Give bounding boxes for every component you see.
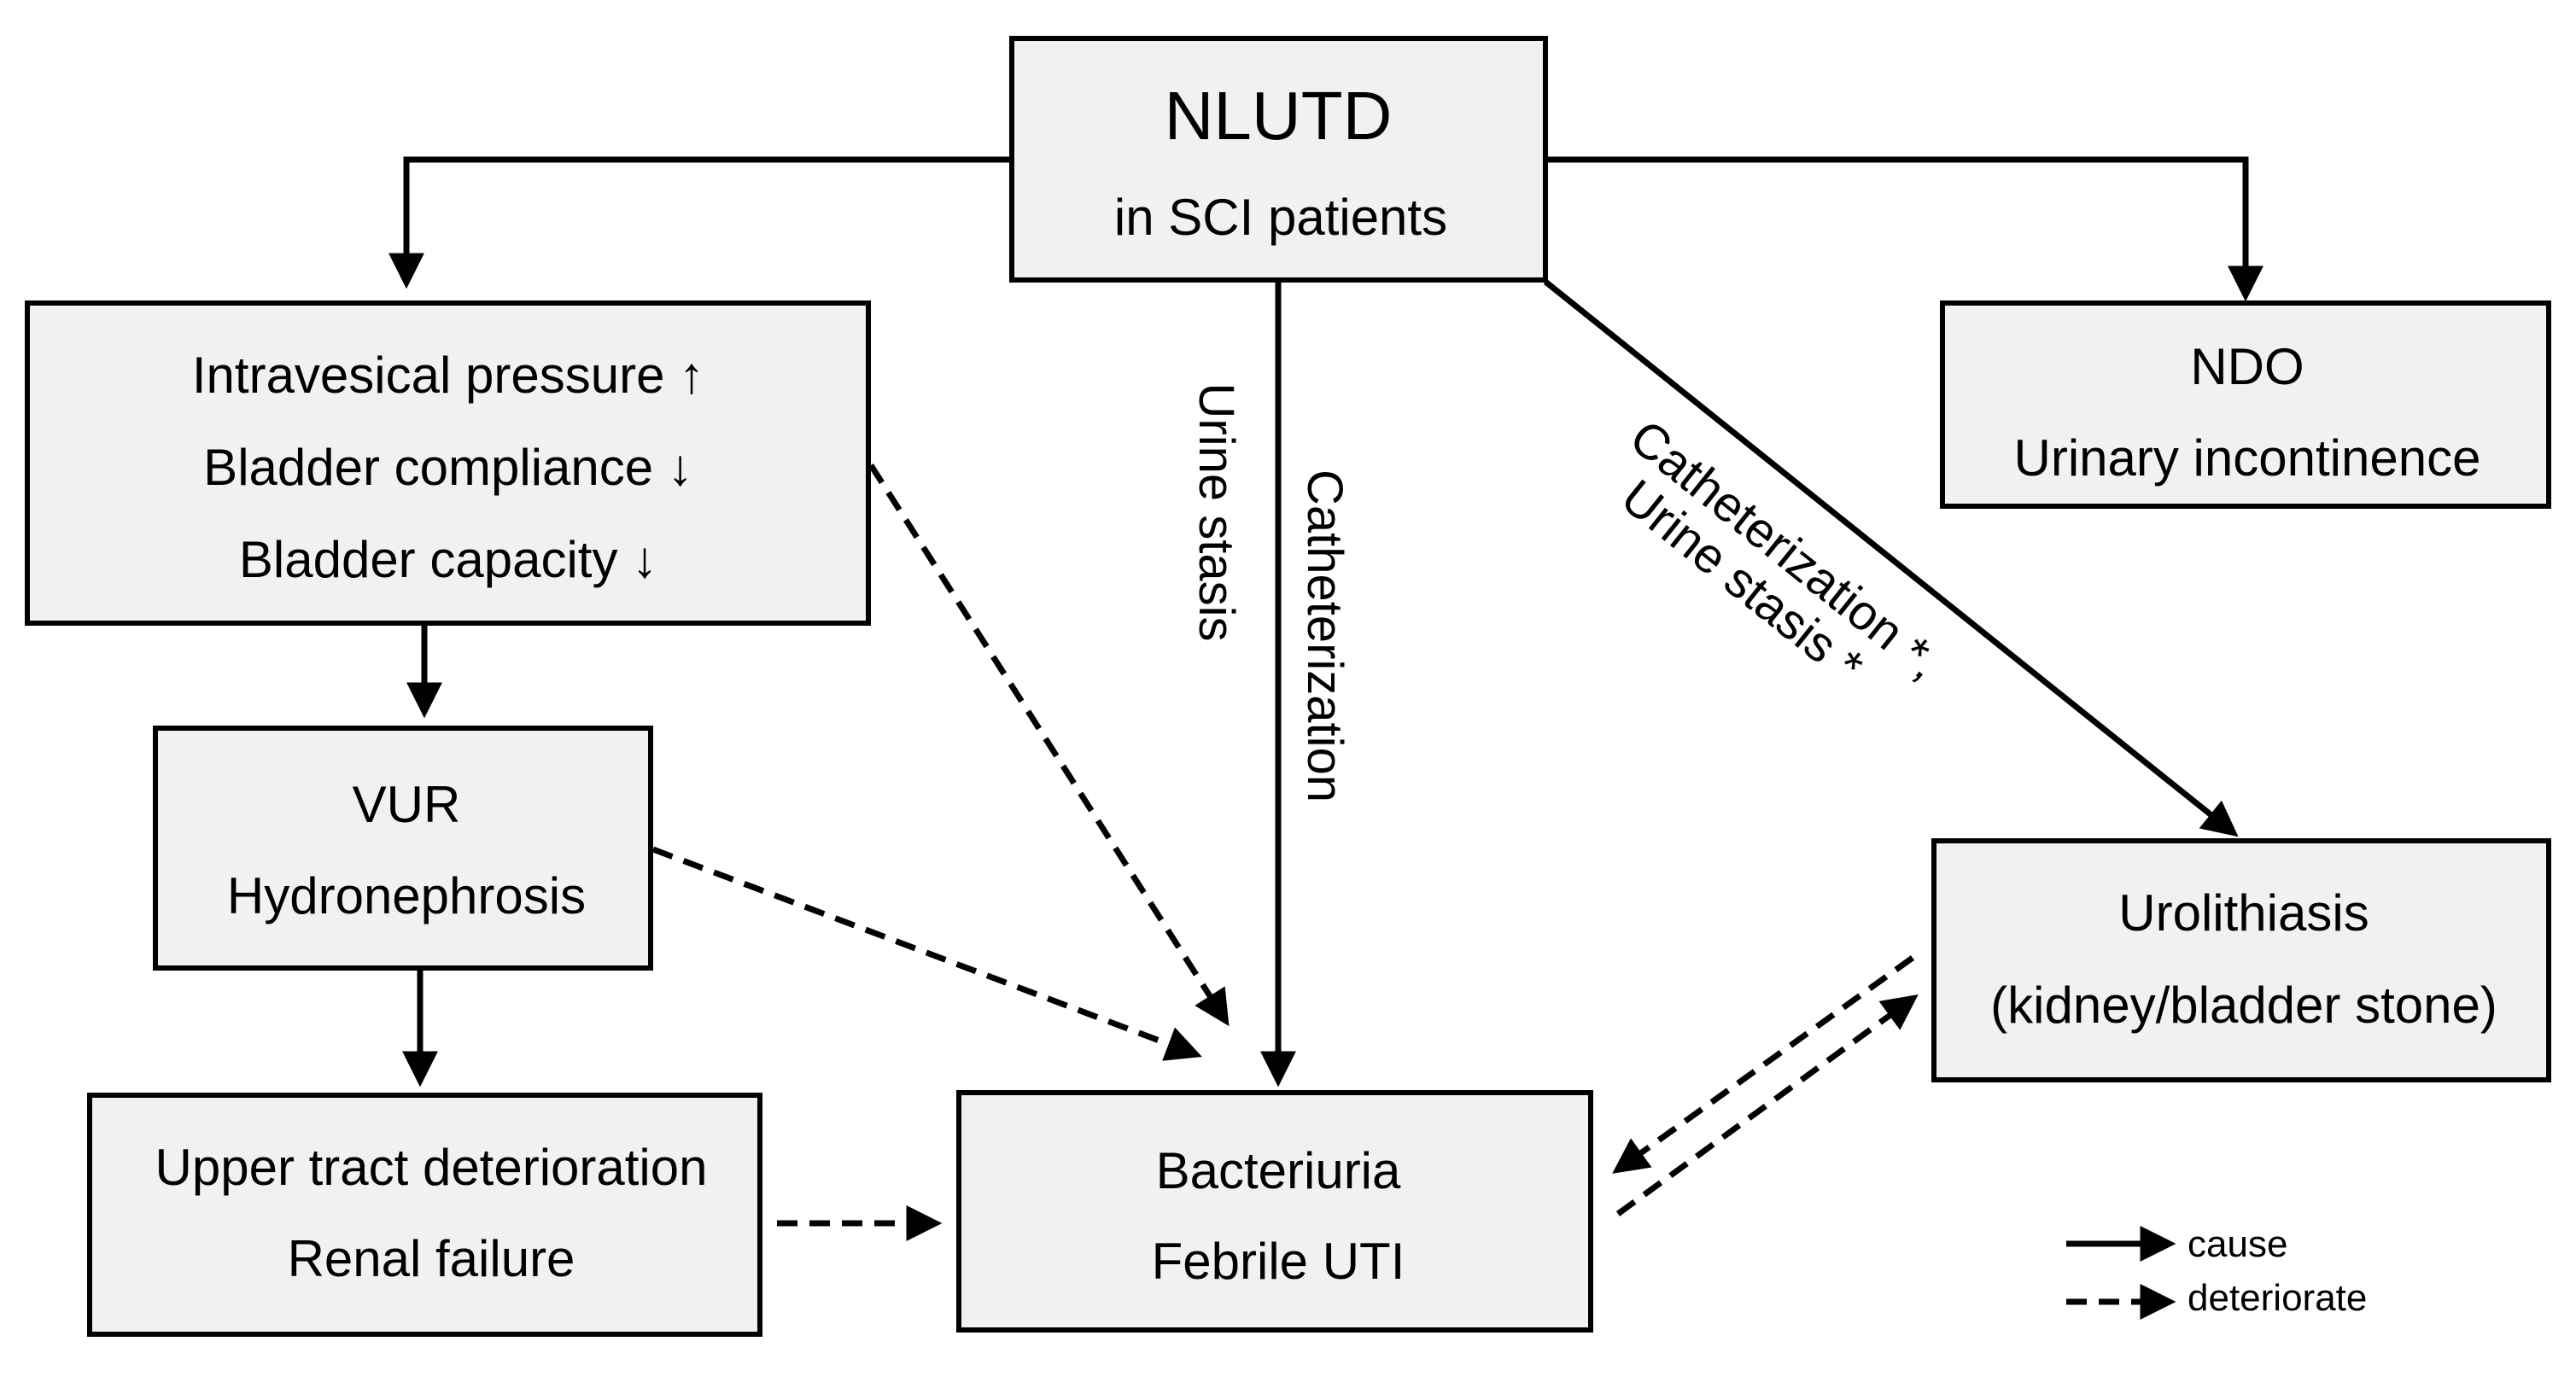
box-urolithiasis: Urolithiasis (kidney/bladder stone): [1931, 838, 2551, 1082]
vur-line-1: VUR: [353, 776, 461, 833]
bact-line-2: Febrile UTI: [1152, 1233, 1405, 1290]
box-bladder-pressure: Intravesical pressure ↑ Bladder complian…: [25, 300, 871, 626]
legend: cause deteriorate: [2066, 1223, 2367, 1320]
ndo-line-2: Urinary incontinence: [2014, 429, 2481, 487]
nlutd-title: NLUTD: [1165, 78, 1393, 154]
pressure-line-1: Intravesical pressure ↑: [192, 347, 704, 404]
dashed-arrow-pressure-to-bacteriuria: [868, 464, 1230, 1027]
pressure-line-2: Bladder compliance ↓: [203, 439, 693, 496]
dashed-arrow-vur-to-bacteriuria: [651, 846, 1202, 1061]
nlutd-subtitle: in SCI patients: [1114, 189, 1447, 246]
dashed-arrow-urolithiasis-to-bacteriuria: [1612, 955, 1915, 1174]
box-ndo: NDO Urinary incontinence: [1940, 300, 2551, 509]
box-upper-tract: Upper tract deterioration Renal failure: [87, 1093, 762, 1337]
edge-label-urine-stasis-vertical: Urine stasis: [1189, 383, 1244, 642]
pressure-line-3: Bladder capacity ↓: [239, 531, 657, 588]
ndo-line-1: NDO: [2190, 338, 2304, 395]
arrow-nlutd-to-ndo: [1545, 156, 2263, 302]
edge-label-catheterization-vertical: Catheterization: [1297, 469, 1352, 802]
legend-deteriorate-label: deteriorate: [2188, 1277, 2367, 1319]
box-vur: VUR Hydronephrosis: [153, 726, 653, 971]
upper-line-1: Upper tract deterioration: [155, 1139, 708, 1196]
upper-line-2: Renal failure: [288, 1230, 575, 1287]
arrow-nlutd-to-pressure: [388, 156, 1012, 289]
uro-line-1: Urolithiasis: [2118, 884, 2369, 942]
box-bacteriuria: Bacteriuria Febrile UTI: [956, 1090, 1593, 1333]
bact-line-1: Bacteriuria: [1156, 1142, 1401, 1199]
legend-cause-label: cause: [2188, 1223, 2287, 1265]
vur-line-2: Hydronephrosis: [227, 867, 586, 924]
box-nlutd: NLUTD in SCI patients: [1009, 36, 1548, 283]
uro-line-2: (kidney/bladder stone): [1990, 977, 2497, 1034]
arrow-nlutd-to-urolithiasis: [1543, 279, 2239, 837]
dashed-arrow-bacteriuria-to-urolithiasis: [1615, 994, 1919, 1216]
